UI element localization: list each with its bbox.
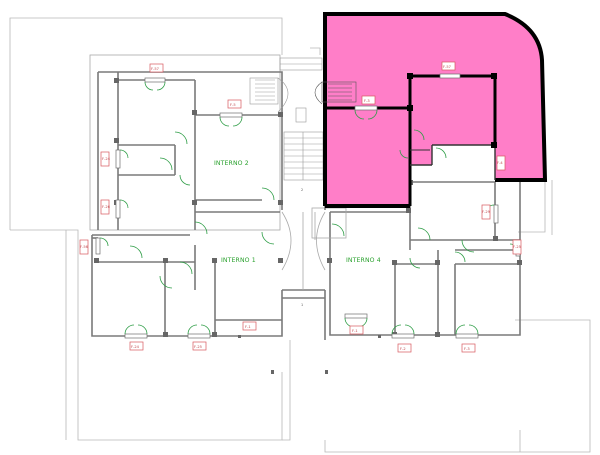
site-outline [9, 17, 591, 453]
landing-label-top: 2 [301, 188, 303, 192]
window-bottom-3 [344, 313, 368, 328]
tag-f25-bottom: F-25 [194, 345, 202, 349]
window-bottom-4 [391, 324, 415, 339]
tag-f25-right: F-25 [513, 245, 521, 249]
tag-f57-top-right: F-57 [443, 65, 451, 69]
tag-f3-bottom: F-3 [464, 347, 470, 351]
window-bottom-5 [455, 324, 479, 339]
window-left-1 [115, 149, 129, 169]
window-bottom-2 [187, 324, 211, 339]
unit-label-interno-2: INTERNO 2 [214, 160, 249, 167]
tag-f57-top-left: F-57 [151, 67, 159, 71]
window-hl-right [439, 73, 461, 79]
window-bottom-1 [124, 324, 148, 339]
tag-f3-highlight: F-3 [364, 99, 370, 103]
stairs [249, 57, 324, 181]
tag-f1-bottom-left: F-1 [245, 325, 251, 329]
tag-f24-left: F-24 [102, 157, 111, 161]
lift-shaft [295, 107, 307, 123]
highlighted-unit[interactable] [314, 12, 548, 208]
unit-label-interno-1: INTERNO 1 [221, 257, 256, 264]
unit-labels: INTERNO 2 INTERNO 1 INTERNO 4 [214, 160, 381, 264]
window-tags: F-57 F-5 F-57 F-3 F-24 F-26 F-56 F-24 F-… [79, 61, 522, 353]
tag-f1-bottom-right: F-1 [352, 329, 358, 333]
landing-curves: 2 1 [281, 188, 326, 307]
tag-f2-bottom: F-2 [400, 347, 406, 351]
tag-f24-bottom: F-24 [131, 345, 140, 349]
misc-markers [238, 335, 381, 374]
landing-label-bottom: 1 [301, 303, 303, 307]
window-top-left [144, 77, 166, 91]
stair-upper [249, 77, 289, 113]
window-left-2 [115, 199, 129, 219]
tag-f5-top-center: F-5 [230, 103, 236, 107]
tag-f56-left: F-56 [80, 245, 89, 249]
doors [129, 131, 519, 289]
windows [95, 73, 521, 339]
stair-main [279, 57, 324, 181]
tag-f29-right: F-29 [482, 210, 491, 214]
tag-f26-left: F-26 [102, 205, 111, 209]
tag-f4-highlight-right: F-4 [497, 161, 503, 165]
unit-label-interno-4: INTERNO 4 [346, 257, 381, 264]
window-hl-top [354, 105, 378, 120]
window-left-3 [95, 237, 109, 255]
window-top-center [219, 112, 243, 127]
